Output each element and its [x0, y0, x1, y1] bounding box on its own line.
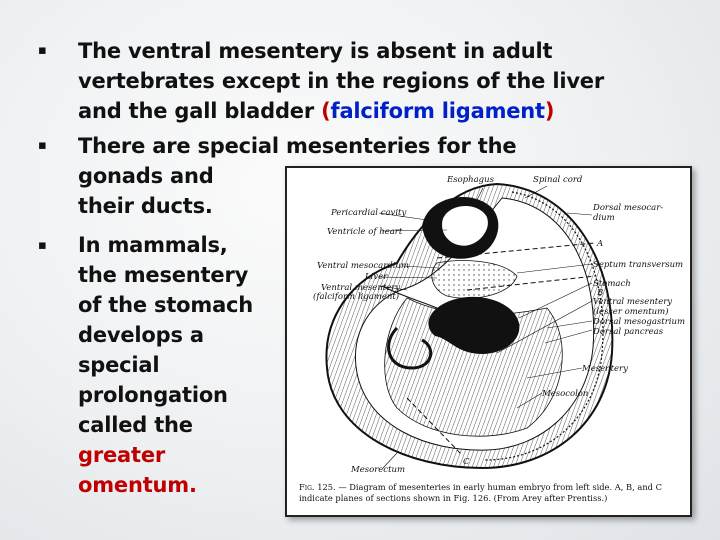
label-b: B [596, 288, 603, 298]
label-mesorectum: Mesorectum [350, 465, 405, 475]
label-c: C [463, 457, 470, 467]
bullet-3-line-7: called the [78, 413, 193, 437]
leader-lines [378, 185, 593, 469]
bullet-2-text: There are special mesenteries for the go… [78, 131, 517, 221]
liver [431, 260, 518, 299]
open-paren: ( [321, 99, 331, 123]
label-stomach: Stomach [593, 279, 631, 289]
embryo-mesentery-figure: Esophagus Spinal cord Pericardial cavity… [285, 166, 692, 517]
bullet-3-line-4: develops a [78, 323, 204, 347]
caption-text: — Diagram of mesenteries in early human … [299, 482, 662, 503]
bullet-marker: ▪ [38, 43, 47, 58]
label-ventral-mesocardium: Ventral mesocardium [317, 261, 409, 271]
embryo-diagram: Esophagus Spinal cord Pericardial cavity… [313, 175, 685, 475]
bullet-marker: ▪ [38, 138, 47, 153]
gut-loop [387, 326, 433, 370]
label-ventral-mesentery: Ventral mesentery [321, 283, 400, 293]
bullet-3-line-3: of the stomach [78, 293, 254, 317]
falciform-ligament-highlight: falciform ligament [330, 99, 546, 123]
section-line-b [466, 275, 596, 291]
bullet-1-line-2: vertebrates except in the regions of the… [78, 69, 605, 93]
section-line-a [436, 242, 596, 259]
bullet-3-text: In mammals, the mesentery of the stomach… [78, 230, 253, 500]
bullet-1-line-1: The ventral mesentery is absent in adult [78, 39, 553, 63]
bullet-1-line-3: and the gall bladder (falciform ligament… [78, 96, 604, 126]
label-lesser-omentum: (lesser omentum) [593, 306, 669, 317]
bullet-1-line-3-text: and the gall bladder [78, 99, 314, 123]
label-a: A [596, 239, 603, 249]
bullet-3-line-6: prolongation [78, 383, 228, 407]
bullet-2-line-2: gonads and [78, 164, 214, 188]
label-esophagus: Esophagus [446, 175, 495, 185]
label-septum: Septum transversum [593, 260, 683, 270]
bullet-2-line-1: There are special mesenteries for the [78, 134, 517, 158]
label-dorsal-mesocardium: Dorsal mesocar- [592, 203, 663, 213]
close-paren: ) [544, 99, 555, 123]
bullet-2-line-3: their ducts. [78, 194, 213, 218]
figure-caption: Fig. 125. — Diagram of mesenteries in ea… [299, 482, 684, 504]
label-dium: dium [593, 213, 615, 223]
omentum-highlight: omentum. [78, 473, 197, 497]
ventricle-of-heart [441, 204, 489, 247]
stomach [428, 296, 520, 354]
ventral-mesentery-line [381, 285, 438, 309]
label-mesocolon: Mesocolon [541, 389, 588, 399]
greater-highlight: greater [78, 443, 166, 467]
caption-figure-number: Fig. 125. [299, 482, 336, 492]
bullet-3-line-1: In mammals, [78, 233, 228, 257]
label-ventral-mesentery-right: Ventral mesentery [593, 297, 672, 307]
label-pericardial-cavity: Pericardial cavity [330, 208, 406, 218]
bullet-1-text: The ventral mesentery is absent in adult… [78, 36, 604, 126]
label-spinal-cord: Spinal cord [533, 175, 583, 185]
label-dorsal-pancreas: Dorsal pancreas [592, 327, 664, 337]
bullet-3-line-5: special [78, 353, 160, 377]
label-liver: Liver [364, 272, 388, 282]
label-mesentery: Mesentery [581, 364, 628, 374]
bullet-3-line-2: the mesentery [78, 263, 249, 287]
label-ventricle: Ventricle of heart [327, 227, 403, 237]
dorsal-wall-stripe [484, 191, 604, 461]
bullet-marker: ▪ [38, 238, 47, 253]
label-dorsal-mesogastrium: Dorsal mesogastrium [592, 317, 685, 327]
label-falciform: (falciform ligament) [313, 291, 399, 302]
section-line-c [406, 397, 463, 456]
